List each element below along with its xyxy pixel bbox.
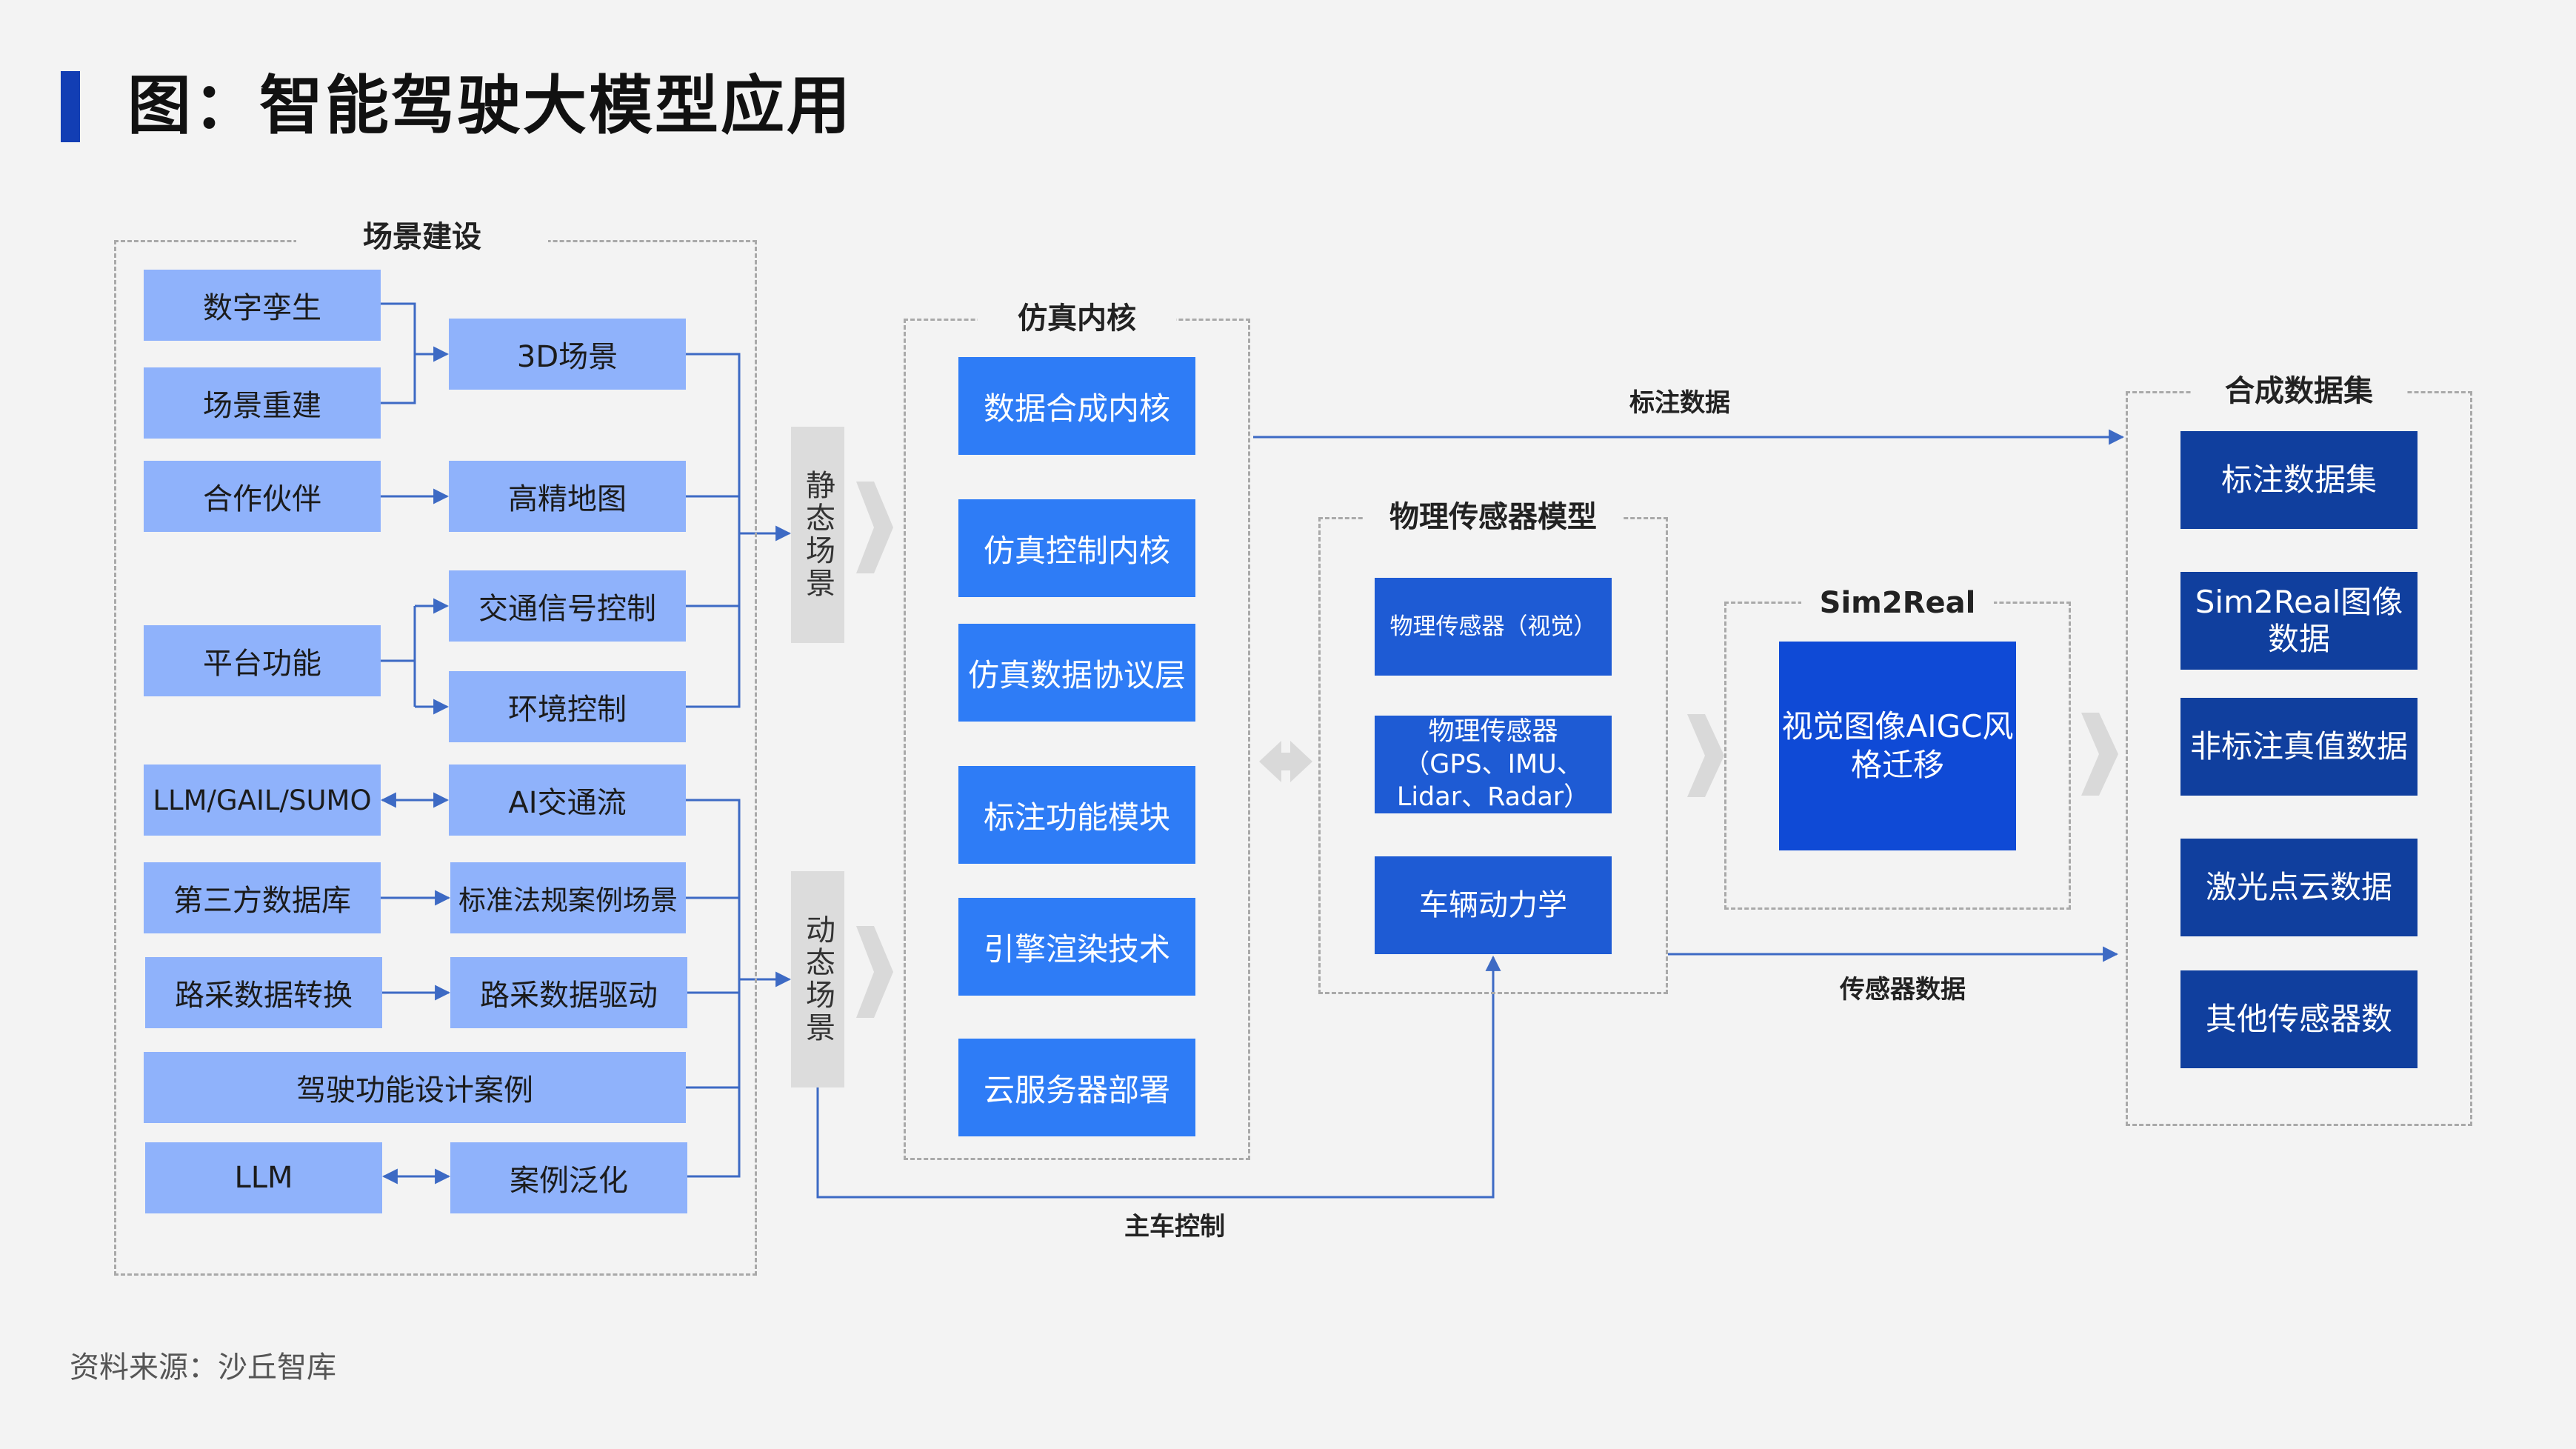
dataset-item: 非标注真值数据 — [2180, 698, 2417, 796]
flow-arrow-dynamic — [856, 926, 893, 1018]
scene-rebuild-box: 场景重建 — [144, 367, 381, 439]
sim-kernel-title: 仿真内核 — [978, 298, 1176, 339]
vehicle-dynamics-box: 车辆动力学 — [1375, 856, 1612, 954]
sim-kernel-item: 云服务器部署 — [958, 1039, 1195, 1136]
llm-gail-sumo-box: LLM/GAIL/SUMO — [144, 765, 381, 836]
case-general-box: 案例泛化 — [450, 1142, 687, 1213]
sim-kernel-item: 引擎渲染技术 — [958, 898, 1195, 996]
flow-arrow-static — [856, 482, 893, 573]
dataset-item: 标注数据集 — [2180, 431, 2417, 529]
edge-ego-control — [816, 955, 1501, 1199]
sim2real-aigc-box: 视觉图像AIGC风 格迁移 — [1779, 642, 2016, 850]
flow-arrow-double — [1259, 741, 1312, 782]
std-case-box: 标准法规案例场景 — [450, 862, 686, 933]
sim-kernel-item: 标注功能模块 — [958, 766, 1195, 864]
title-accent-bar — [61, 71, 80, 142]
ai-traffic-box: AI交通流 — [449, 765, 686, 836]
sensor-data-edge-label: 传感器数据 — [1840, 975, 1966, 1005]
traffic-signal-box: 交通信号控制 — [449, 570, 686, 642]
sensor-model-title: 物理传感器模型 — [1363, 496, 1624, 538]
static-bracket — [686, 353, 741, 708]
label-data-edge-label: 标注数据 — [1629, 388, 1730, 418]
driving-case-box: 驾驶功能设计案例 — [144, 1052, 686, 1123]
dynamic-bracket — [686, 799, 741, 1178]
road-driven-box: 路采数据驱动 — [450, 957, 687, 1028]
page-title: 图：智能驾驶大模型应用 — [127, 69, 852, 143]
dataset-item: 激光点云数据 — [2180, 839, 2417, 936]
dataset-title: 合成数据集 — [2192, 370, 2406, 412]
scene-3d-box: 3D场景 — [449, 319, 686, 390]
sim-kernel-item: 仿真控制内核 — [958, 499, 1195, 597]
flow-arrow-dataset — [2081, 713, 2118, 796]
static-scene-label: 静态场景 — [791, 427, 844, 643]
partner-box: 合作伙伴 — [144, 461, 381, 532]
hd-map-box: 高精地图 — [449, 461, 686, 532]
sim-kernel-item: 仿真数据协议层 — [958, 624, 1195, 722]
dataset-item: 其他传感器数 — [2180, 970, 2417, 1068]
ego-control-edge-label: 主车控制 — [1124, 1212, 1225, 1242]
sensor-gps-box: 物理传感器 （GPS、IMU、 Lidar、Radar） — [1375, 716, 1612, 813]
flow-arrow-sim2real — [1687, 714, 1724, 797]
third-party-db-box: 第三方数据库 — [144, 862, 381, 933]
road-convert-box: 路采数据转换 — [145, 957, 382, 1028]
sensor-vision-box: 物理传感器（视觉） — [1375, 578, 1612, 676]
dataset-item: Sim2Real图像 数据 — [2180, 572, 2417, 670]
env-control-box: 环境控制 — [449, 671, 686, 742]
sim-kernel-item: 数据合成内核 — [958, 357, 1195, 455]
llm-box: LLM — [145, 1142, 382, 1213]
sim2real-title: Sim2Real — [1801, 582, 1994, 624]
platform-box: 平台功能 — [144, 625, 381, 696]
dynamic-scene-label: 动态场景 — [791, 871, 844, 1087]
source-note: 资料来源：沙丘智库 — [70, 1350, 336, 1385]
digital-twin-box: 数字孪生 — [144, 270, 381, 341]
scene-build-title: 场景建设 — [296, 216, 548, 258]
